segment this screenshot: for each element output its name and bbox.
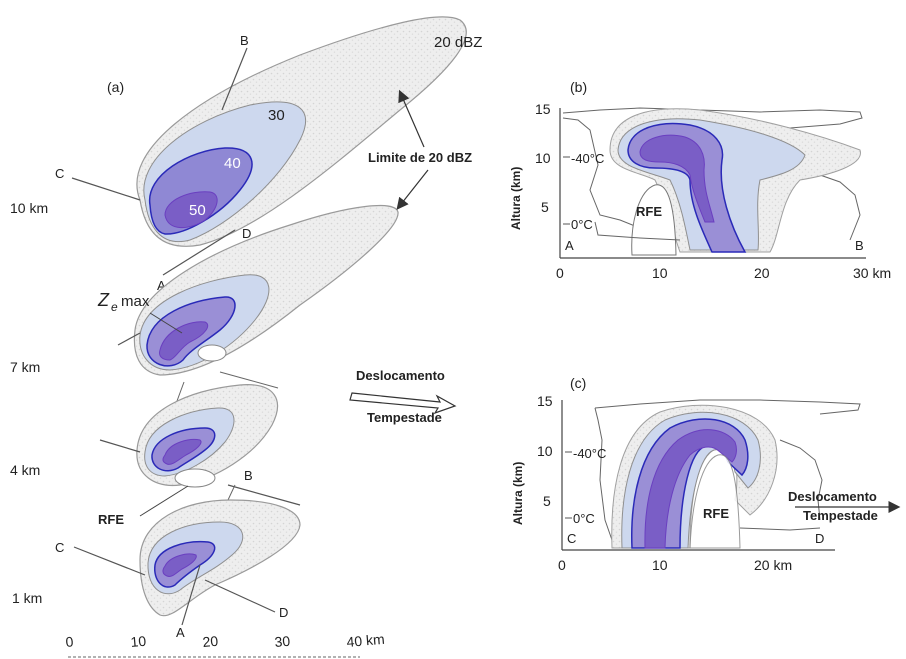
panel-a-x-tick-40: 40 km [346,631,385,650]
letter-B-4km: B [244,468,253,483]
section-line-4km-right [227,484,301,506]
panel-c-motion-1: Deslocamento [788,489,877,504]
panel-b-y-title: Altura (km) [509,167,523,230]
section-line-7km [117,332,141,346]
section-line-C-bottom [73,546,146,576]
panel-c-x-tick-20: 20 km [754,557,792,573]
letter-B-top: B [240,33,249,48]
core-4km [162,439,202,465]
panel-b-iso-zero: 0°C [571,217,593,232]
panel-c-x-tick-0: 0 [558,557,566,573]
panel-c-x-tick-10: 10 [652,557,668,573]
motion-label-2: Tempestade [367,410,442,425]
level-label-10km: 10 km [10,200,48,216]
panel-a: (a) 30 40 50 20 dBZ B C D A Z [10,16,482,658]
core-1km [162,553,197,577]
zemax-subscript: e [111,300,118,314]
panel-a-x-tick-0: 0 [65,633,74,650]
section-line-AD-top [162,229,236,276]
section-line-C-top [71,177,141,201]
storm-motion: Deslocamento Tempestade [349,368,457,425]
panel-c-letter-right: D [815,531,824,546]
section-line-D-bottom [204,579,276,613]
connector-4-1 [227,484,236,501]
panel-b-rfe: RFE [636,204,662,219]
level-label-1km: 1 km [12,590,42,606]
panel-c-rfe-vault [689,454,741,549]
motion-label-1: Deslocamento [356,368,445,383]
panel-b-x-tick-20: 20 [754,265,770,281]
panel-c-iso-zero: 0°C [573,511,595,526]
rfe-notch-7km [197,344,227,362]
zemax-pointer [149,312,183,334]
panel-b-y-tick-10: 10 [535,150,551,166]
panel-a-x-tick-30: 30 [274,633,291,650]
contour-label-30: 30 [268,107,285,124]
contour-label-40: 40 [224,155,241,172]
level-label-7km: 7 km [10,359,40,375]
panel-a-label: (a) [107,79,124,95]
section-line-A-bottom [181,564,201,626]
connector-7-4 [219,371,279,389]
panel-c-core [644,429,737,549]
letter-A-bottom: A [176,625,185,640]
panel-c-motion-2: Tempestade [803,508,878,523]
panel-c-y-tick-5: 5 [543,493,551,509]
echo-7km [133,204,399,376]
zemax-suffix: max [121,293,150,310]
panel-c-y-title: Altura (km) [511,462,525,525]
letter-D-top: D [242,226,251,241]
panel-c: (c) 15 10 5 Altura (km) RFE -40°C 0°C C … [511,375,901,573]
panel-b-label: (b) [570,79,587,95]
panel-c-y-tick-10: 10 [537,443,553,459]
panel-c-iso-cold: -40°C [573,446,606,461]
contour-50-10km [164,191,218,229]
panel-b: (b) 15 10 5 Altura (km) RFE -40°C 0°C A … [509,79,891,281]
zemax-symbol: Z [97,290,110,310]
panel-b-cloud-outline [562,107,863,241]
panel-b-letter-right: B [855,238,864,253]
section-line-4km-left [99,439,141,453]
echo-4km [136,384,279,488]
core-7km [159,321,209,361]
panel-b-y-tick-15: 15 [535,101,551,117]
panel-b-core [639,134,715,223]
letter-D-bottom: D [279,605,288,620]
panel-c-label: (c) [570,375,586,391]
letter-C-top: C [55,166,64,181]
panel-b-y-tick-5: 5 [541,199,549,215]
limit-arrow-up [398,89,425,148]
limit-note: Limite de 20 dBZ [368,150,472,165]
echo-10km: 30 40 50 20 dBZ [136,16,482,247]
letter-C-bottom: C [55,540,64,555]
motion-arrow-hollow [349,392,457,415]
level-label-4km: 4 km [10,462,40,478]
panel-b-iso-cold: -40°C [571,151,604,166]
rfe-notch-4km [174,468,216,488]
contour-label-50: 50 [189,202,206,219]
echo-1km [139,499,301,617]
panel-b-base-line [594,221,681,241]
section-line-B-top [221,47,248,111]
panel-a-x-tick-10: 10 [130,633,147,650]
panel-c-y-tick-15: 15 [537,393,553,409]
panel-c-base-line [739,527,821,531]
panel-c-rfe: RFE [703,506,729,521]
panel-b-letter-left: A [565,238,574,253]
panel-b-x-tick-0: 0 [556,265,564,281]
panel-b-x-tick-30: 30 km [853,265,891,281]
panel-b-rfe-vault [631,184,677,256]
panel-b-x-tick-10: 10 [652,265,668,281]
limit-arrow-down [396,169,429,210]
letter-A-top: A [157,278,166,293]
rfe-pointer-a [139,485,189,517]
panel-c-cloud-outline [594,399,861,541]
panel-a-x-tick-20: 20 [202,633,219,650]
contour-label-20dbz: 20 dBZ [434,34,482,51]
rfe-label-a: RFE [98,512,124,527]
panel-c-letter-left: C [567,531,576,546]
